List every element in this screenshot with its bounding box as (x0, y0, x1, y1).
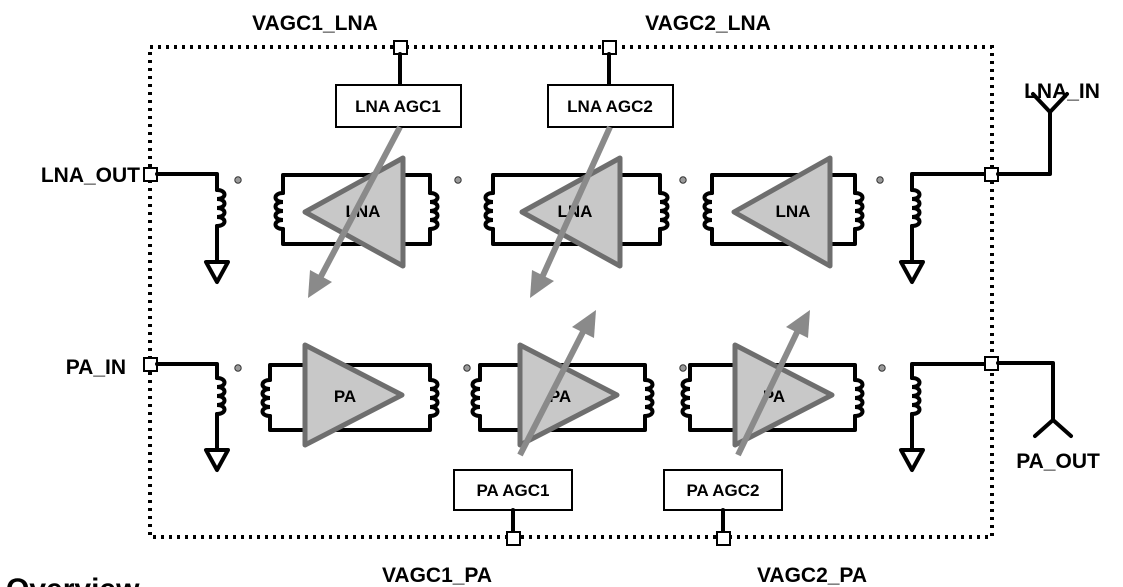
pa-out-port[interactable] (984, 356, 999, 371)
lna-in-label: LNA_IN (1024, 80, 1100, 103)
lna-agc-controls: LNA AGC1 LNA AGC2 (308, 40, 674, 298)
pa-agc2-label: PA AGC2 (686, 481, 759, 500)
lna-out-label: LNA_OUT (41, 164, 140, 187)
vagc1-lna-label: VAGC1_LNA (252, 12, 378, 35)
caption: Overview (6, 573, 140, 587)
pa-agc2-box (663, 469, 783, 511)
lna-in-port[interactable] (984, 167, 999, 182)
pa-amplifier-3 (732, 342, 835, 448)
lna-in-antenna-icon (1031, 92, 1069, 114)
pa-agc2-port[interactable] (716, 531, 731, 546)
pa-in-label: PA_IN (66, 356, 126, 379)
pa-agc1-port[interactable] (506, 531, 521, 546)
pa-1-label: PA (334, 387, 356, 406)
pa-out-antenna-icon (1033, 418, 1073, 438)
vagc2-lna-label: VAGC2_LNA (645, 12, 771, 35)
pa-agc1-label: PA AGC1 (476, 481, 549, 500)
lna-3-label: LNA (776, 202, 811, 221)
pa-row: PA PA PA (143, 342, 1073, 472)
pa-out-label: PA_OUT (1016, 450, 1100, 473)
pa-amplifier-1 (302, 342, 405, 448)
lna-amplifier-3 (731, 155, 833, 269)
lna-agc1-label: LNA AGC1 (355, 97, 441, 116)
lna-agc2-label: LNA AGC2 (567, 97, 653, 116)
lna-out-port[interactable] (143, 167, 158, 182)
lna-agc2-box (547, 84, 674, 128)
chip-boundary (148, 45, 994, 539)
pa-in-port[interactable] (143, 357, 158, 372)
pa-agc1-box (453, 469, 573, 511)
pa-amplifier-2 (517, 342, 620, 448)
lna-agc2-port[interactable] (602, 40, 617, 55)
vagc2-pa-label: VAGC2_PA (757, 564, 867, 587)
lna-agc1-port[interactable] (393, 40, 408, 55)
lna-agc1-box (335, 84, 462, 128)
vagc1-pa-label: VAGC1_PA (382, 564, 492, 587)
pa-agc-controls: PA AGC1 PA AGC2 (453, 310, 810, 546)
